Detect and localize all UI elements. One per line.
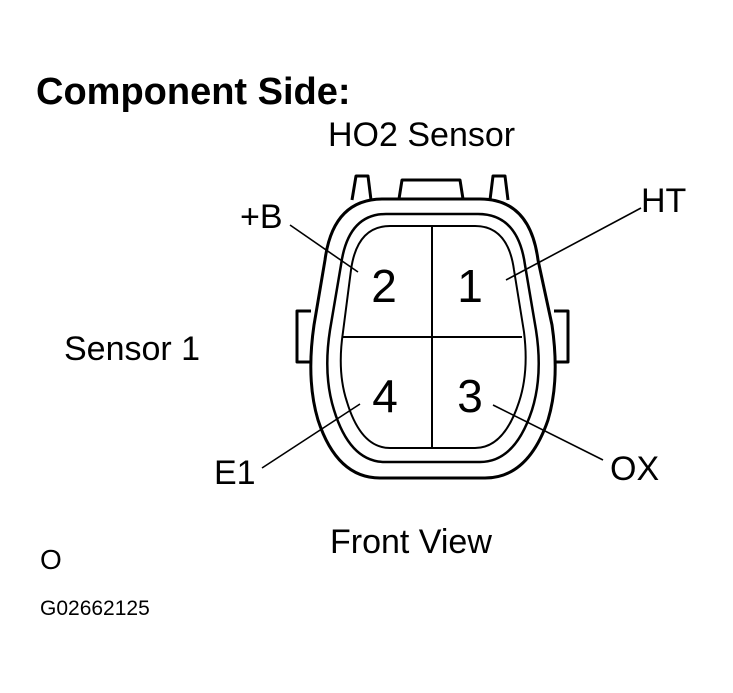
leader-line-plus-b: [289, 224, 359, 273]
connector-top-tab-right: [488, 174, 510, 201]
pin-number-2: 2: [371, 260, 397, 312]
pin-label-ht: HT: [641, 182, 687, 220]
code-letter: O: [40, 544, 62, 575]
connector-side-ear-right: [554, 309, 570, 364]
connector-side-ear-left: [295, 309, 311, 364]
pin-label-ox: OX: [610, 450, 660, 488]
leader-line-e1: [261, 403, 361, 469]
component-name: HO2 Sensor: [328, 116, 516, 154]
leader-line-ox: [492, 404, 604, 461]
connector-outer-housing: [309, 197, 557, 480]
connector-top-tab-center: [397, 178, 465, 200]
view-label: Front View: [330, 523, 492, 561]
pin-number-1: 1: [457, 260, 483, 312]
figure-id: G02662125: [40, 597, 150, 620]
pin-label-plus-b: +B: [240, 198, 283, 236]
pin-number-3: 3: [457, 370, 483, 422]
pin-number-4: 4: [372, 370, 398, 422]
connector-top-tab-left: [350, 174, 373, 201]
sensor-label: Sensor 1: [64, 330, 201, 368]
connector-pin-face: [339, 225, 527, 449]
connector-inner-housing: [326, 212, 540, 464]
diagram-title: Component Side:: [36, 71, 351, 113]
pin-label-e1: E1: [214, 454, 256, 492]
leader-line-ht: [505, 207, 642, 281]
